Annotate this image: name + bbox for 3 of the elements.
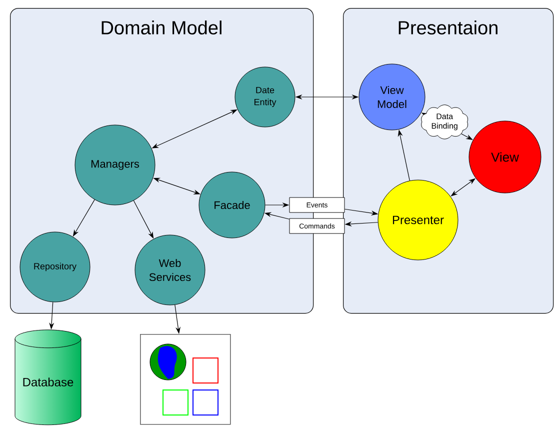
database-cylinder: Database — [14, 330, 82, 426]
edge-label: Data Binding — [421, 104, 468, 140]
picture — [140, 334, 231, 425]
